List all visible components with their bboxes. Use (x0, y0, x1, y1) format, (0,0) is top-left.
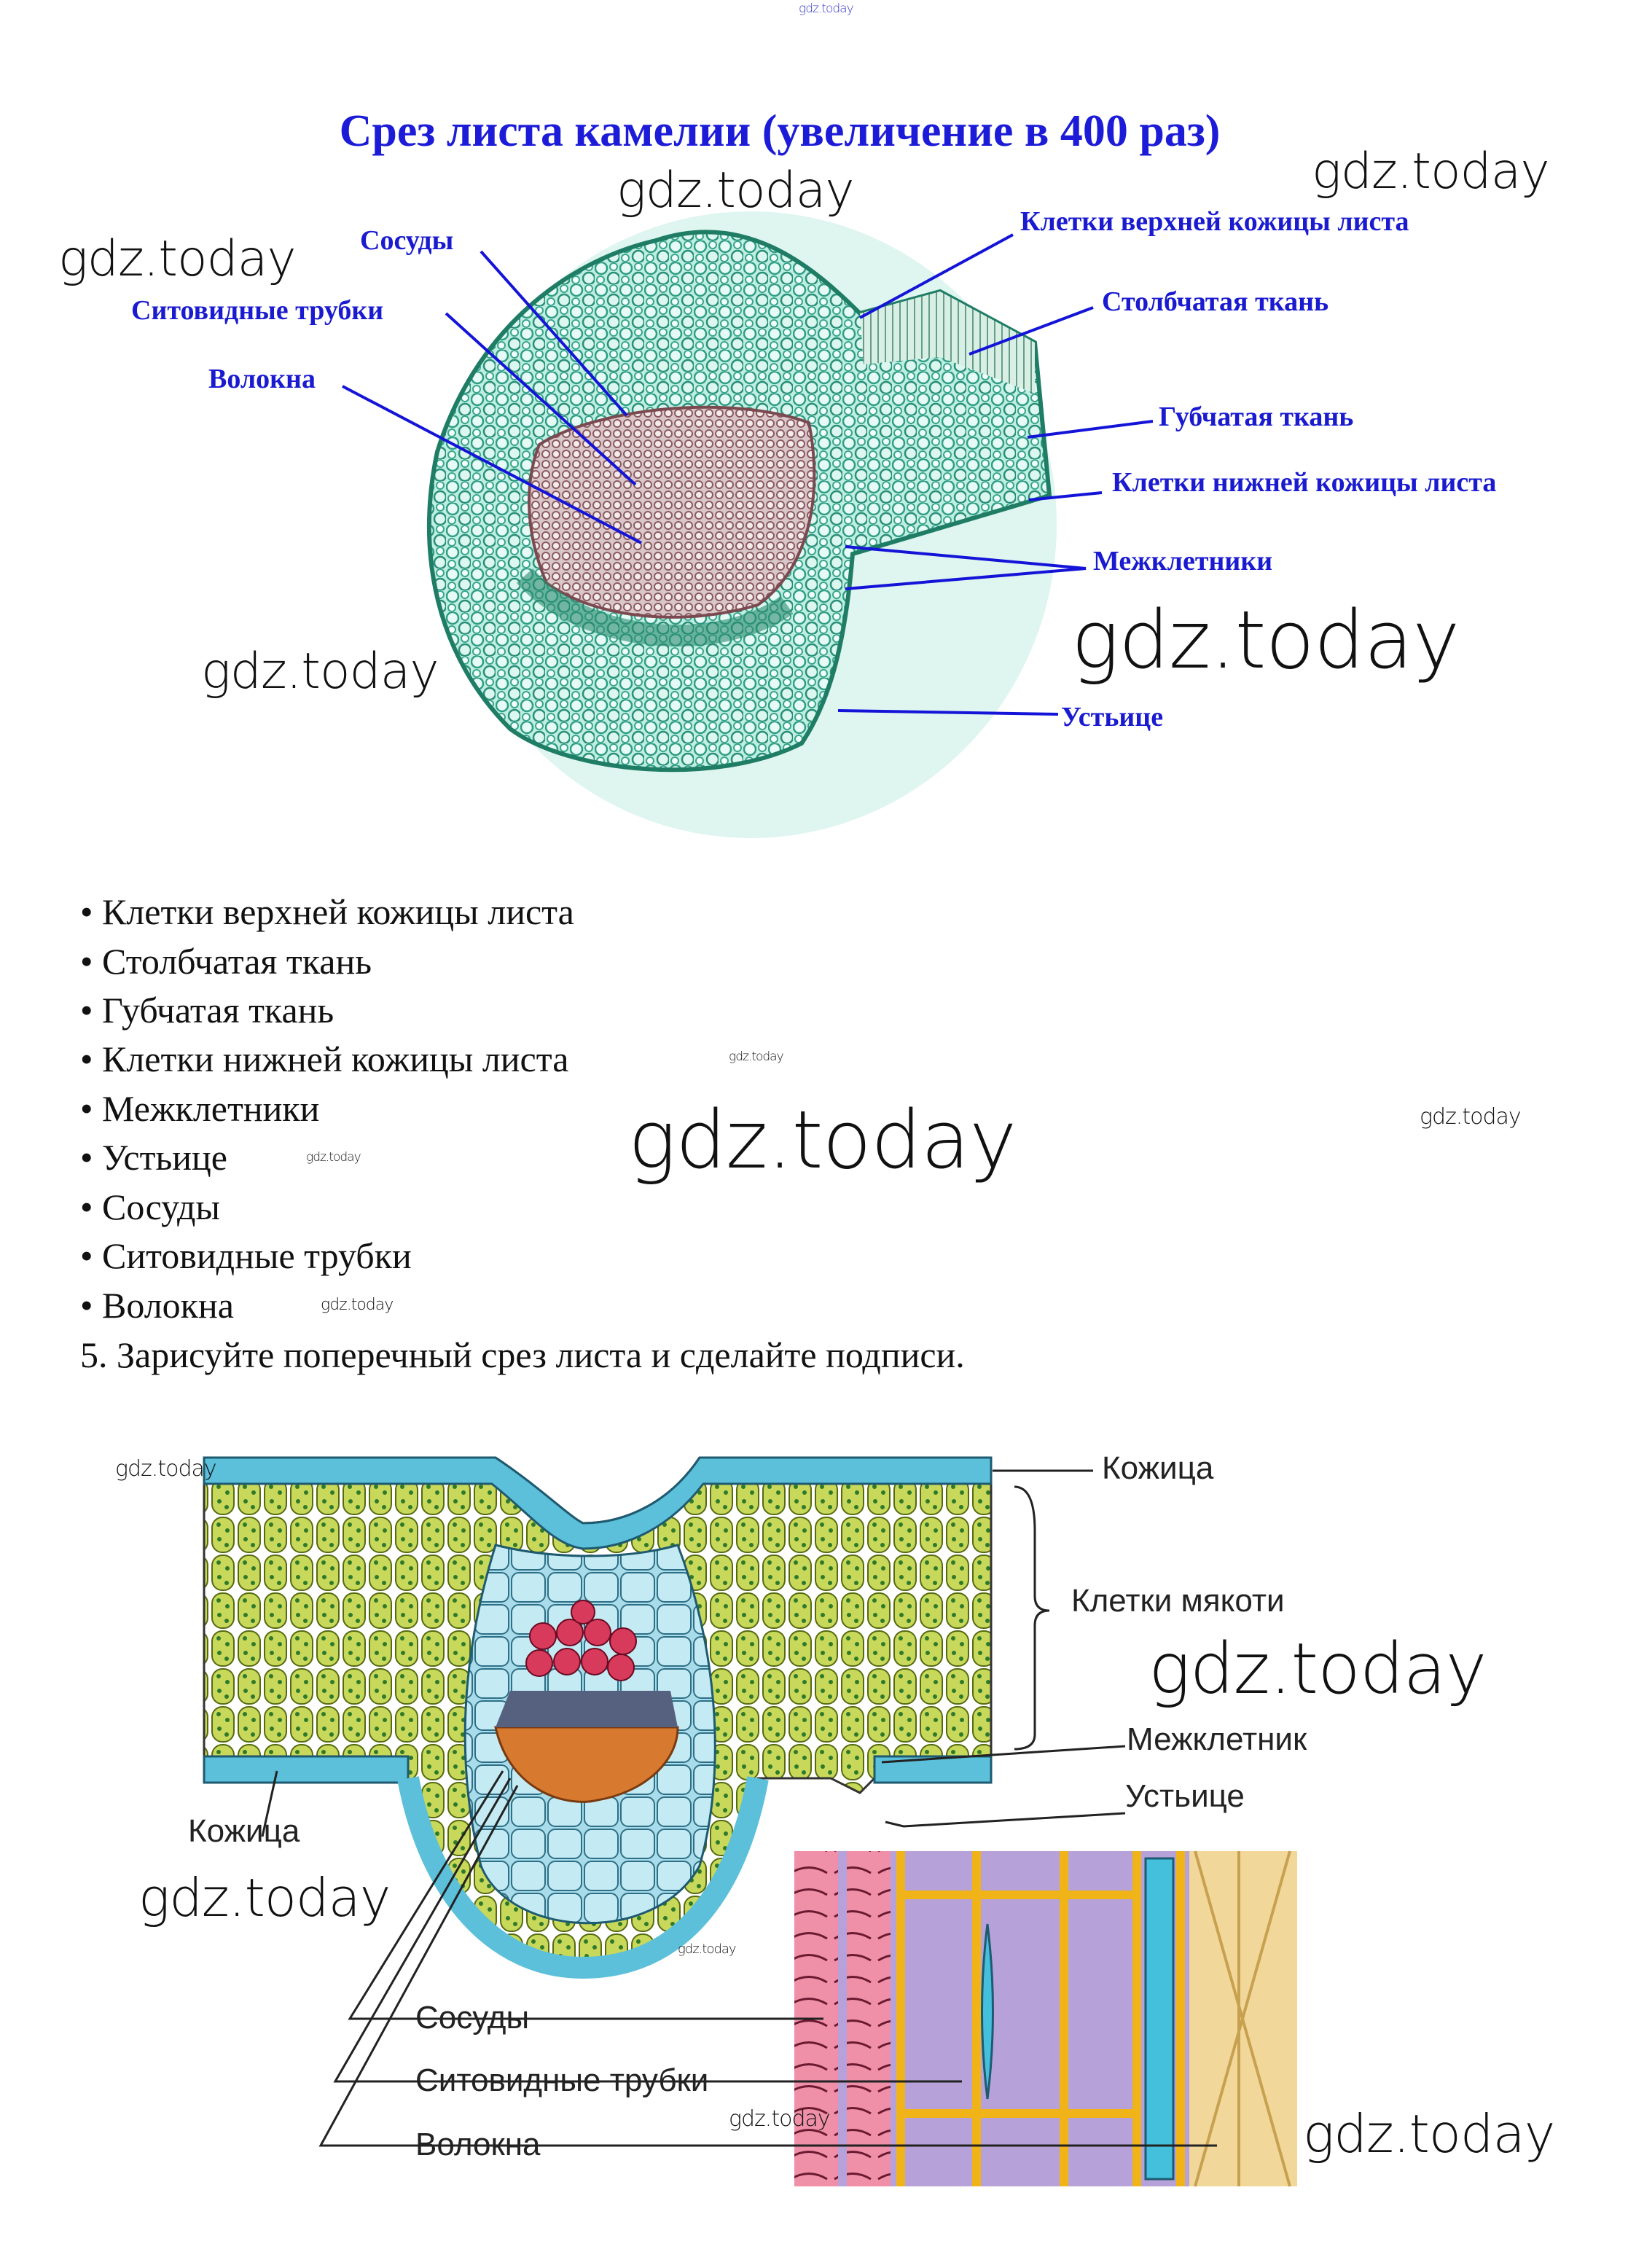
leader-vessels (480, 250, 628, 417)
label-intercellular: Межклетник (1127, 1721, 1307, 1757)
watermark: gdz.today (628, 1093, 1017, 1186)
watermark: gdz.today (306, 1150, 361, 1165)
list-item: • Клетки верхней кожицы листа (80, 891, 574, 932)
label-mesophyll: Клетки мякоти (1071, 1583, 1285, 1619)
task-text: 5. Зарисуйте поперечный срез листа и сде… (80, 1334, 965, 1375)
label-vessels: Сосуды (415, 2000, 530, 2036)
figure1-title: Срез листа камелии (увеличение в 400 раз… (339, 106, 1221, 156)
label-upper-epidermis: Клетки верхней кожицы листа (1020, 206, 1409, 237)
label-epidermis-bottom: Кожица (188, 1813, 300, 1849)
leader-lower (1028, 491, 1103, 501)
watermark: gdz.today (1420, 1104, 1522, 1130)
label-fibers: Волокна (208, 364, 316, 394)
label-lower-epidermis: Клетки нижней кожицы листа (1112, 467, 1497, 498)
leader-palisade (968, 306, 1094, 356)
leader-stoma (837, 709, 1059, 716)
list-item: • Волокна (80, 1285, 234, 1326)
watermark: gdz.today (1303, 2103, 1555, 2165)
watermark: gdz.today (678, 1942, 737, 1957)
list-item: • Губчатая ткань (80, 990, 334, 1031)
watermark: gdz.today (201, 643, 439, 700)
list-item: • Клетки нижней кожицы листа (80, 1039, 569, 1079)
list-item: • Сосуды (80, 1186, 221, 1227)
leader-fibers (342, 385, 642, 544)
watermark: gdz.today (138, 1867, 391, 1928)
label-sieve-tubes: Ситовидные трубки (131, 295, 384, 326)
watermark: gdz.today (729, 1049, 784, 1064)
label-spongy: Губчатая ткань (1159, 402, 1354, 432)
list-item: • Ситовидные трубки (80, 1235, 412, 1276)
watermark: gdz.today (799, 1, 854, 16)
list-item: • Межклетники (80, 1088, 320, 1129)
label-stoma: Устьице (1061, 702, 1164, 732)
leader-sieve (445, 312, 637, 486)
label-sieve-tubes: Ситовидные трубки (415, 2062, 709, 2098)
label-stoma: Устьице (1125, 1778, 1245, 1814)
leader-spongy (1027, 420, 1154, 439)
label-intercellular: Межклетники (1093, 546, 1273, 576)
watermark: gdz.today (1148, 1628, 1487, 1710)
list-item: • Устьице (80, 1137, 227, 1178)
camellia-leaf-section-figure (342, 211, 1154, 838)
list-item: • Столбчатая ткань (80, 941, 372, 982)
leader-intercellular (845, 545, 1087, 590)
label-fibers: Волокна (415, 2127, 541, 2162)
watermark: gdz.today (617, 162, 855, 219)
label-vessels: Сосуды (360, 225, 454, 256)
watermark: gdz.today (58, 230, 297, 288)
watermark: gdz.today (1312, 143, 1550, 200)
watermark: gdz.today (115, 1456, 217, 1482)
label-epidermis-top: Кожица (1102, 1450, 1214, 1486)
leader-upper (859, 233, 1014, 319)
watermark: gdz.today (1071, 593, 1460, 687)
watermark: gdz.today (729, 2106, 831, 2132)
label-palisade: Столбчатая ткань (1102, 286, 1329, 317)
watermark: gdz.today (321, 1296, 394, 1314)
